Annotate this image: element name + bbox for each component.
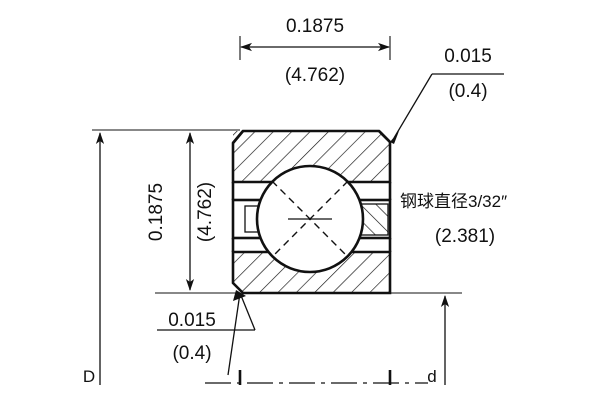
ball-diameter-note: 钢球直径3/32″ (2.381): [400, 192, 507, 247]
outer-ring-chamfer-top-right: [378, 130, 391, 143]
left-height-inch-value: 0.1875: [146, 183, 167, 241]
inner-ring-outline: [231, 250, 392, 295]
chamfer-tr-leader-line: [393, 73, 433, 139]
outer-diameter-label: D: [83, 367, 95, 386]
chamfer-tr-mm-value: (0.4): [448, 81, 487, 102]
chamfer-bl-inch-value: 0.015: [168, 310, 216, 331]
inner-diameter-label: d: [427, 367, 436, 386]
chamfer-callout-top-right: 0.015 (0.4): [390, 46, 504, 144]
steel-ball: [255, 164, 365, 274]
chamfer-bl-leader-line-upper: [239, 292, 256, 331]
outer-ring-chamfer-top-left: [232, 130, 244, 144]
left-height-mm-value: (4.762): [195, 182, 216, 242]
top-width-dimension: 0.1875 (4.762): [239, 16, 391, 86]
chamfer-bl-leader-arrow: [233, 290, 246, 301]
chamfer-tr-inch-value: 0.015: [444, 46, 492, 67]
top-width-inch-value: 0.1875: [286, 16, 344, 37]
ball-diameter-mm-value: (2.381): [435, 226, 495, 247]
ball-diameter-text: 钢球直径3/32″: [400, 192, 507, 211]
steel-ball-circle: [255, 164, 365, 274]
chamfer-bl-extension: [227, 292, 241, 376]
inner-diameter-dimension: d: [390, 292, 462, 386]
chamfer-callout-bottom-left: 0.015 (0.4): [157, 290, 256, 376]
left-height-dimensions: 0.1875 (4.762): [92, 129, 240, 385]
chamfer-tr-leader-arrow: [390, 131, 399, 144]
bottom-centerline: [205, 370, 428, 385]
chamfer-bl-mm-value: (0.4): [172, 343, 211, 364]
bearing-body: [231, 129, 392, 295]
top-width-mm-value: (4.762): [285, 65, 345, 86]
